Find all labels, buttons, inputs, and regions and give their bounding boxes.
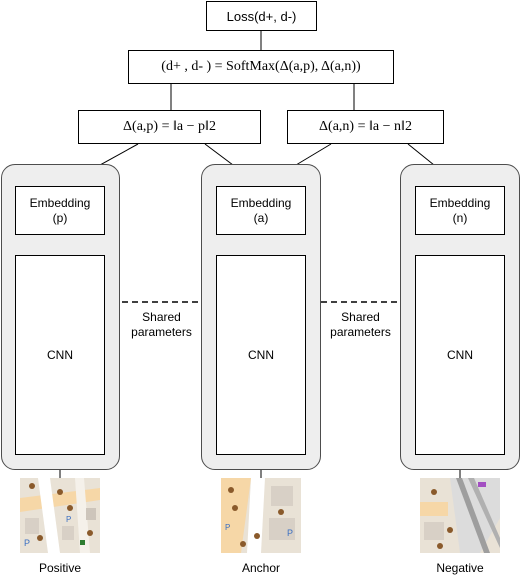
caption-anchor: Anchor <box>241 561 281 575</box>
embedding-negative-box: Embedding (n) <box>415 186 505 235</box>
svg-text:P: P <box>225 523 230 532</box>
distance-ap-label: Δ(a,p) = ‖a − p‖2 <box>123 119 216 134</box>
loss-box: Loss(d+, d-) <box>206 1 317 31</box>
cnn-negative-box: CNN <box>415 255 505 455</box>
anchor-map-image: P P <box>221 478 301 553</box>
cnn-positive-label: CNN <box>47 347 73 362</box>
embedding-positive-box: Embedding (p) <box>15 186 105 235</box>
positive-map-image: P P <box>20 478 100 553</box>
cnn-anchor-label: CNN <box>248 347 274 362</box>
softmax-label: (d+ , d- ) = SoftMax(Δ(a,p), Δ(a,n)) <box>161 59 361 74</box>
shared-parameters-label-right: Shared parameters <box>321 310 400 340</box>
cnn-negative-label: CNN <box>447 347 473 362</box>
svg-text:P: P <box>287 528 293 538</box>
embedding-anchor-box: Embedding (a) <box>216 186 306 235</box>
embedding-negative-label: Embedding (n) <box>429 195 491 225</box>
embedding-positive-label: Embedding (p) <box>29 195 91 225</box>
loss-label: Loss(d+, d-) <box>226 8 297 24</box>
distance-ap-box: Δ(a,p) = ‖a − p‖2 <box>78 110 261 144</box>
cnn-positive-box: CNN <box>15 255 105 455</box>
svg-text:P: P <box>66 515 71 524</box>
distance-an-box: Δ(a,n) = ‖a − n‖2 <box>287 110 444 144</box>
embedding-anchor-label: Embedding (a) <box>230 195 292 225</box>
svg-text:P: P <box>24 538 30 548</box>
softmax-box: (d+ , d- ) = SoftMax(Δ(a,p), Δ(a,n)) <box>128 50 394 84</box>
cnn-anchor-box: CNN <box>216 255 306 455</box>
caption-negative: Negative <box>436 561 484 575</box>
negative-map-image <box>420 478 500 553</box>
distance-an-label: Δ(a,n) = ‖a − n‖2 <box>319 119 412 134</box>
caption-positive: Positive <box>38 561 82 575</box>
shared-parameters-label-left: Shared parameters <box>122 310 201 340</box>
